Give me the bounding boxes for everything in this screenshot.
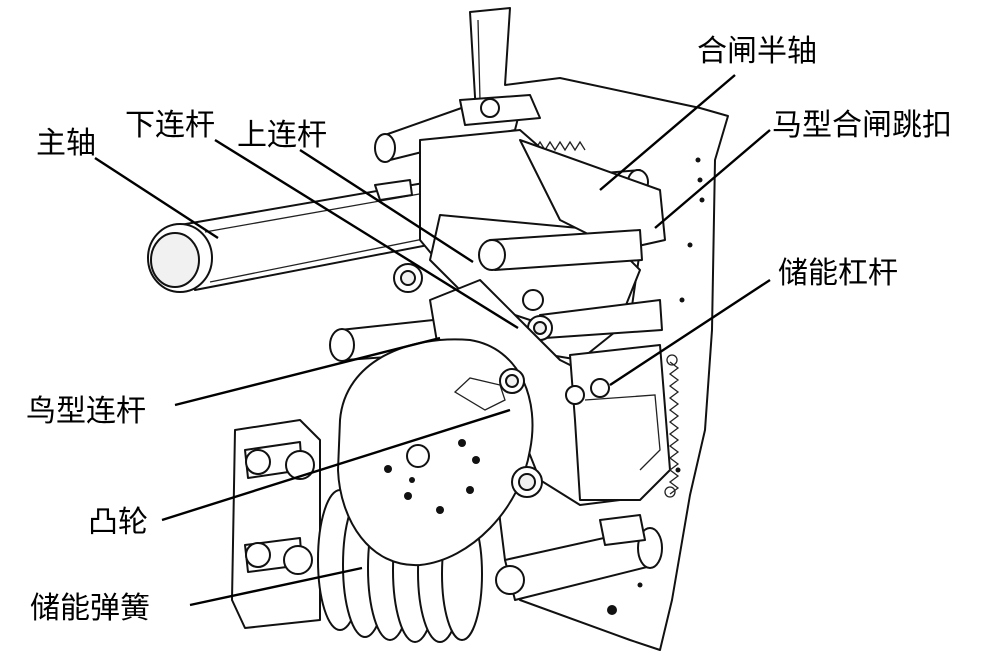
leader-energy-storage-spring: [189, 566, 363, 607]
leader-energy-storage-lever: [609, 278, 771, 387]
label-energy-storage-spring: 储能弹簧: [30, 591, 150, 626]
leader-horse-closing-latch: [654, 129, 771, 229]
plate-holes: [607, 157, 705, 615]
label-upper-link: 上连杆: [237, 118, 327, 153]
leader-upper-link: [299, 148, 474, 264]
label-bird-link: 鸟型连杆: [26, 394, 146, 429]
leader-cam: [161, 408, 511, 522]
label-main-shaft: 主轴: [36, 126, 96, 161]
label-lower-link: 下连杆: [125, 108, 215, 143]
tension-spring: [664, 354, 680, 498]
bottom-rod: [495, 514, 663, 601]
energy-storage-lever: [565, 344, 671, 501]
leader-main-shaft: [94, 156, 219, 240]
bottom-bracket: [231, 419, 321, 629]
label-cam: 凸轮: [88, 505, 148, 540]
cam-disc: [337, 338, 543, 567]
leader-lines: [94, 74, 771, 607]
label-horse-closing-latch: 马型合闸跳扣: [772, 108, 952, 143]
label-energy-storage-lever: 储能杠杆: [778, 256, 898, 291]
callout-labels: 主轴 下连杆 上连杆 合闸半轴 马型合闸跳扣 储能杠杆 鸟型连杆 凸轮 储能弹簧: [26, 34, 952, 626]
leader-bird-link: [174, 336, 441, 407]
leader-closing-half-shaft: [599, 74, 736, 191]
label-closing-half-shaft: 合闸半轴: [697, 34, 817, 69]
mechanism-illustration: [147, 7, 729, 651]
leader-lower-link: [214, 138, 519, 330]
